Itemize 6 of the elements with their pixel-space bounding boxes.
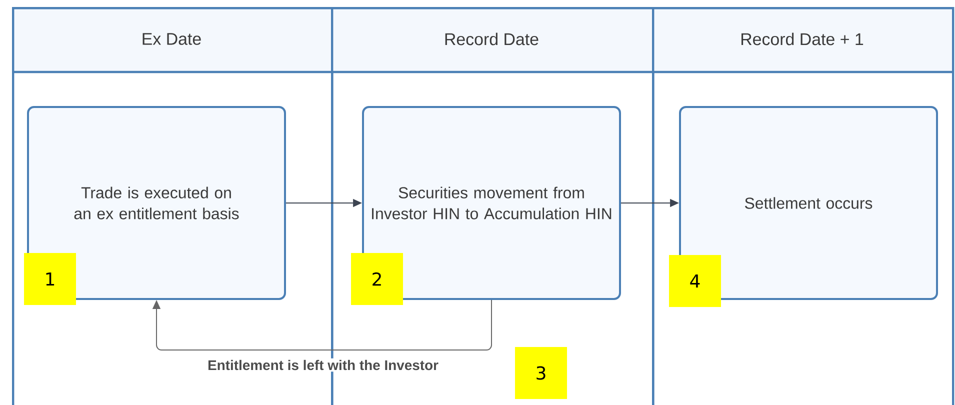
callout-number: 1 xyxy=(24,253,76,305)
callout-number: 2 xyxy=(351,253,403,305)
edge-label: Entitlement is left with the Investor xyxy=(206,358,440,372)
callout-number: 4 xyxy=(669,255,721,307)
callout-number: 3 xyxy=(515,347,567,399)
arrow xyxy=(152,300,492,350)
